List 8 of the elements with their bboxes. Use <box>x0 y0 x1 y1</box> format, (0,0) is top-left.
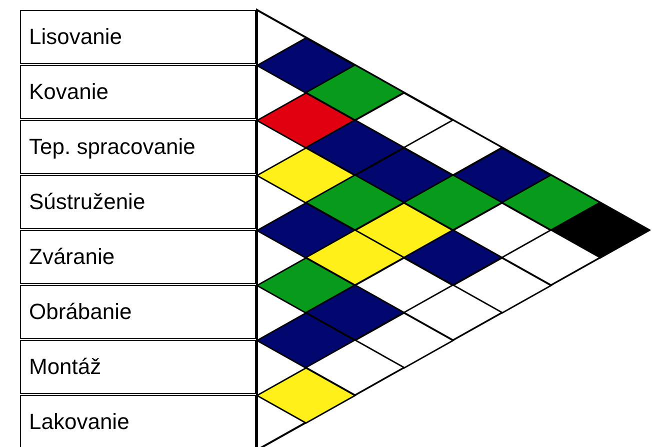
process-label: Tep. spracovanie <box>20 120 256 174</box>
process-label: Zváranie <box>20 230 256 284</box>
process-label: Sústruženie <box>20 175 256 229</box>
process-label: Montáž <box>20 340 256 394</box>
process-label: Lakovanie <box>20 395 256 447</box>
process-label: Lisovanie <box>20 10 256 64</box>
process-label: Kovanie <box>20 65 256 119</box>
process-label: Obrábanie <box>20 285 256 339</box>
